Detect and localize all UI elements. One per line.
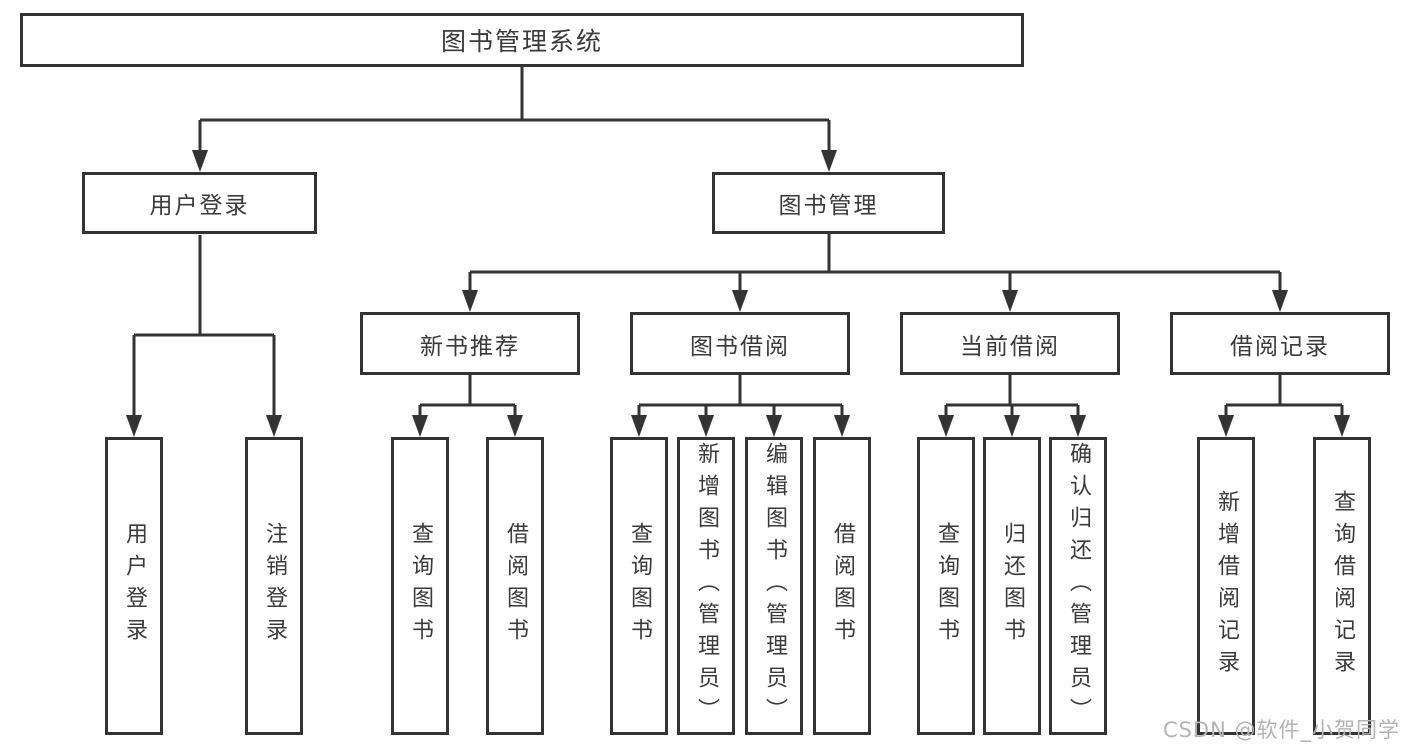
node-label: 用户登录 — [149, 193, 250, 219]
node-label: 当前借阅 — [960, 333, 1060, 360]
node-leaf-add-book-admin: 新增图书（管理员） — [677, 437, 735, 735]
node-leaf-borrow-books-1: 借阅图书 — [486, 437, 544, 735]
node-leaf-user-login: 用户登录 — [105, 437, 163, 735]
node-leaf-query-books-2: 查询图书 — [610, 437, 668, 735]
node-leaf-borrow-books-2: 借阅图书 — [813, 437, 871, 735]
connector-root-to-level1 — [198, 66, 831, 152]
node-label: 查询图书 — [408, 522, 433, 650]
node-label: 用户登录 — [122, 522, 147, 650]
node-book-borrow: 图书借阅 — [630, 312, 850, 375]
node-leaf-query-books-1: 查询图书 — [391, 437, 449, 735]
watermark: CSDN @软件_小贺同学 — [1162, 718, 1400, 742]
node-label: 查询图书 — [934, 522, 959, 650]
node-leaf-confirm-return-admin: 确认归还（管理员） — [1049, 437, 1107, 735]
node-user-login: 用户登录 — [82, 172, 317, 234]
node-label: 新增借阅记录 — [1214, 490, 1239, 682]
node-label: 查询借阅记录 — [1330, 490, 1355, 682]
node-root-system: 图书管理系统 — [20, 13, 1024, 67]
node-new-book-recommend: 新书推荐 — [360, 312, 580, 375]
node-label: 借阅图书 — [830, 522, 855, 650]
connector-user-login-children — [132, 235, 276, 417]
node-label: 借阅记录 — [1230, 333, 1330, 360]
node-book-management: 图书管理 — [712, 172, 945, 234]
connector-new-book-recommend-children — [418, 375, 517, 417]
node-leaf-logout: 注销登录 — [245, 437, 303, 735]
node-label: 新书推荐 — [420, 333, 520, 360]
node-leaf-edit-book-admin: 编辑图书（管理员） — [745, 437, 803, 735]
node-label: 图书管理 — [778, 193, 879, 219]
connector-book-management-children — [468, 234, 1282, 292]
node-label: 归还图书 — [1000, 522, 1025, 650]
node-label: 编辑图书（管理员） — [762, 442, 787, 730]
node-leaf-return-book: 归还图书 — [983, 437, 1041, 735]
connector-current-borrow-children — [944, 375, 1080, 417]
connector-borrow-records-children — [1224, 375, 1344, 417]
node-leaf-query-borrow-record: 查询借阅记录 — [1313, 437, 1371, 735]
node-label: 借阅图书 — [503, 522, 528, 650]
node-leaf-query-books-3: 查询图书 — [917, 437, 975, 735]
node-label: 注销登录 — [262, 522, 287, 650]
node-label: 图书管理系统 — [440, 27, 603, 56]
node-label: 图书借阅 — [690, 333, 790, 360]
connector-book-borrow-children — [637, 375, 844, 417]
node-leaf-add-borrow-record: 新增借阅记录 — [1197, 437, 1255, 735]
node-borrow-records: 借阅记录 — [1170, 312, 1390, 375]
node-label: 新增图书（管理员） — [694, 442, 719, 730]
node-label: 查询图书 — [627, 522, 652, 650]
node-current-borrow: 当前借阅 — [900, 312, 1120, 375]
node-label: 确认归还（管理员） — [1066, 442, 1091, 730]
